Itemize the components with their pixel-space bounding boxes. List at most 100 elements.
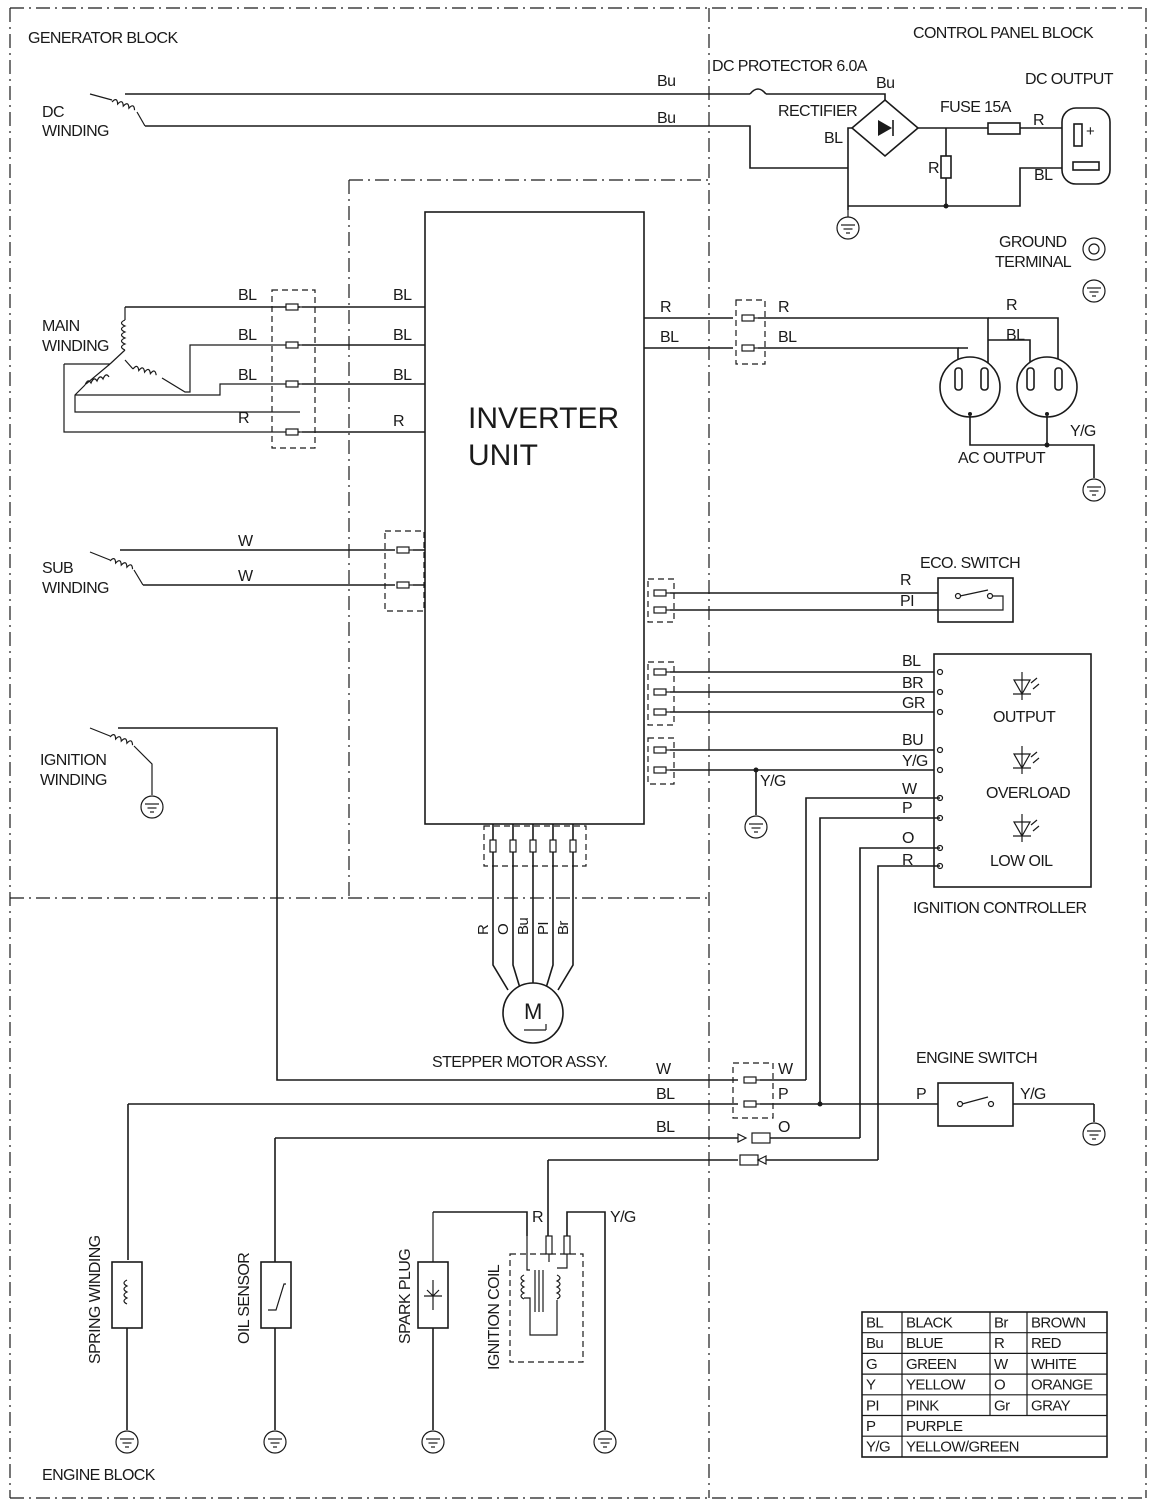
ground-icon (263, 1430, 287, 1454)
rectifier (850, 98, 920, 158)
ignition-winding-label-2: WINDING (40, 772, 107, 789)
ground-terminal-icon (1082, 237, 1106, 261)
wire-label-w-ic: W (902, 781, 918, 798)
wire-label-gr-ic: GR (902, 695, 925, 712)
wire-label-bl-eng: BL (656, 1086, 675, 1103)
motor-wire-label-o: O (495, 924, 512, 935)
legend-cell: YELLOW/GREEN (906, 1439, 1019, 1456)
legend-cell: PI (866, 1397, 879, 1414)
wire-label-bl-dc: BL (1034, 167, 1053, 184)
wire-label-bl-ac1: BL (660, 329, 679, 346)
ground-icon (744, 815, 768, 839)
legend-cell: BLACK (906, 1315, 953, 1332)
wire-label-r-ac2: R (778, 299, 789, 316)
dc-protector-label: DC PROTECTOR 6.0A (712, 58, 868, 75)
oil-sensor-label: OIL SENSOR (236, 1253, 253, 1344)
oil-sensor (260, 1261, 292, 1430)
legend-cell: YELLOW (906, 1377, 966, 1394)
wire-label-bl-ic: BL (902, 653, 921, 670)
wire-label-bl-ac2: BL (778, 329, 797, 346)
connector-ac (735, 299, 766, 365)
wire-label-w-eng2: W (778, 1061, 794, 1078)
sub-winding (89, 551, 144, 586)
ignition-coil (509, 1235, 584, 1363)
legend-cell: PINK (906, 1397, 939, 1414)
wire-label-bl-mw5: BL (393, 327, 412, 344)
spark-plug (417, 1211, 528, 1430)
ground-icon (1082, 279, 1106, 303)
wire-label-r-ac3: R (1006, 297, 1017, 314)
legend-cell: Br (994, 1315, 1008, 1332)
legend-cell: WHITE (1031, 1356, 1077, 1373)
spring-winding (111, 1261, 143, 1430)
ground-icon (115, 1430, 139, 1454)
wire-label-r-mw: R (238, 410, 249, 427)
ground-icon (140, 795, 164, 819)
wire-label-yg-ic: Y/G (902, 753, 928, 770)
wire-label-yg-gnd: Y/G (760, 773, 786, 790)
wire-label-r-eco: R (900, 572, 911, 589)
ground-icon (593, 1430, 617, 1454)
legend-cell: ORANGE (1031, 1377, 1093, 1394)
motor-wire-label-pi: PI (535, 922, 552, 935)
connector-main-winding (271, 289, 316, 449)
wire-label-bl-rect: BL (824, 130, 843, 147)
wire-label-p-sw: P (916, 1086, 926, 1103)
wire-bu-2 (145, 125, 848, 169)
stepper-motor-label: STEPPER MOTOR ASSY. (432, 1054, 608, 1071)
engine-switch[interactable] (937, 1082, 1014, 1127)
eco-switch[interactable] (937, 577, 1014, 623)
wire-label-yg-coil: Y/G (610, 1209, 636, 1226)
ignition-winding (89, 727, 153, 795)
wire-label-bu-2: Bu (657, 110, 675, 127)
motor-wire-label-bu: Bu (515, 918, 532, 935)
led-overload-icon (1012, 746, 1040, 774)
main-winding-label-1: MAIN (42, 318, 80, 335)
legend-cell: BLUE (906, 1335, 943, 1352)
legend-cell: Y (866, 1377, 876, 1394)
svg-text:+: + (1086, 123, 1095, 140)
wire-label-yg-ac: Y/G (1070, 423, 1096, 440)
ignition-coil-label: IGNITION COIL (486, 1264, 503, 1370)
legend-cell: Bu (866, 1335, 883, 1352)
wire-label-yg-sw: Y/G (1020, 1086, 1046, 1103)
ground-icon (1082, 1122, 1106, 1146)
wire-label-bu-ic: BU (902, 732, 923, 749)
connector-eco (647, 578, 675, 623)
wire-label-bu-3: Bu (876, 75, 894, 92)
block-borders (9, 7, 1147, 1499)
eco-switch-label: ECO. SWITCH (920, 555, 1020, 572)
legend-cell: PURPLE (906, 1418, 963, 1435)
dc-winding-label-2: WINDING (42, 123, 109, 140)
stepper-motor-symbol: M (524, 999, 542, 1024)
resistor-icon (940, 155, 952, 179)
stepper-motor-icon (502, 982, 564, 1044)
wire-label-br-ic: BR (902, 675, 923, 692)
legend-cell: Gr (994, 1397, 1010, 1414)
wire-label-pi-eco: PI (900, 593, 914, 610)
sub-winding-label-2: WINDING (42, 580, 109, 597)
resistor-label: R (928, 160, 939, 177)
motor-wire-label-r: R (475, 924, 492, 935)
control-panel-block-label: CONTROL PANEL BLOCK (913, 25, 1094, 42)
fuse-label: FUSE 15A (940, 99, 1012, 116)
fuse-icon (987, 122, 1021, 135)
connector-ic-2 (647, 737, 675, 785)
connector-stepper (483, 825, 587, 867)
ground-icon (836, 216, 860, 240)
wire-label-bl-mw6: BL (393, 367, 412, 384)
legend-cell: P (866, 1418, 876, 1435)
legend-cell: W (994, 1356, 1009, 1373)
ignition-controller (933, 653, 1092, 888)
dc-winding (89, 93, 146, 127)
wire-label-r-mw2: R (393, 413, 404, 430)
main-winding-coils (63, 306, 300, 433)
ac-outlet-1 (939, 356, 1001, 418)
motor-wire-label-br: Br (555, 921, 572, 935)
legend-cell: BROWN (1031, 1315, 1086, 1332)
legend-cell: O (994, 1377, 1005, 1394)
dc-output-socket: + (1061, 107, 1111, 185)
legend-cell: R (994, 1335, 1005, 1352)
